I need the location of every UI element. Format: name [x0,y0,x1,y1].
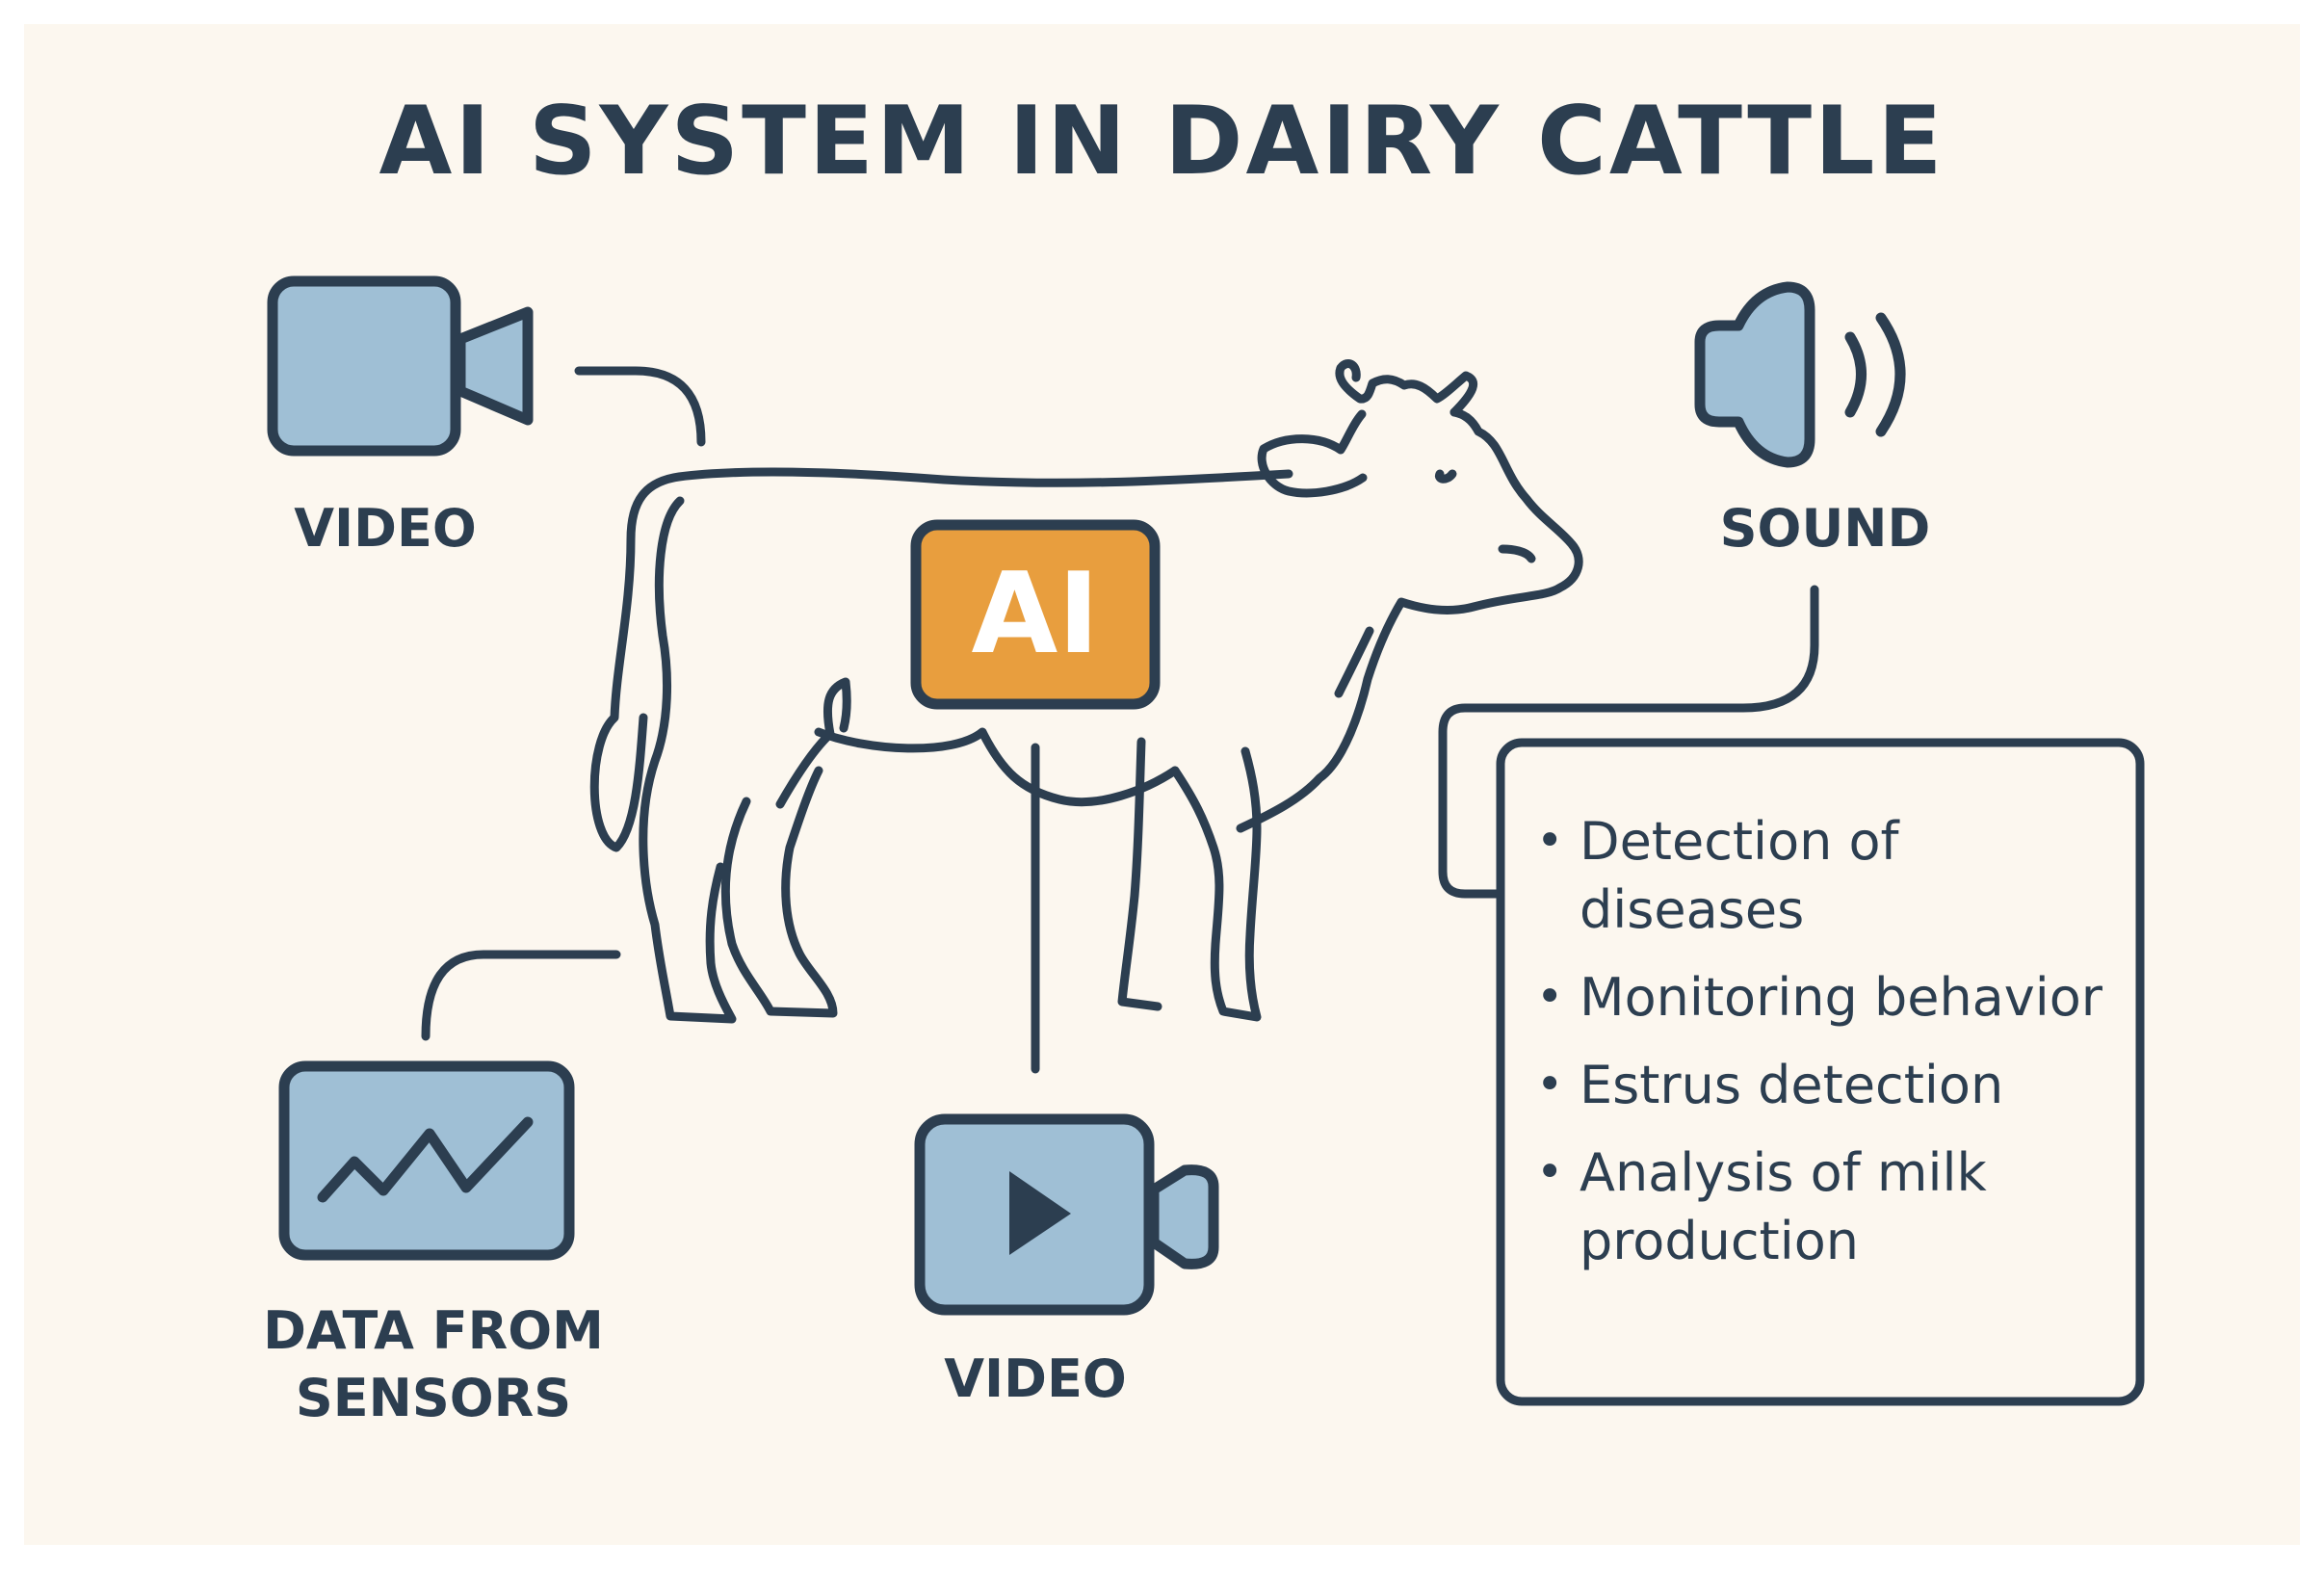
connector-lines [421,366,1819,1074]
video-play-camera-icon [914,1113,1219,1316]
list-item: Estrus detection [1536,1051,2133,1119]
sensors-label: DATA FROM SENSORS [263,1300,604,1428]
connector-video-top [574,366,706,447]
cow-outline [589,359,1583,1024]
uses-box [1496,738,2145,1406]
video-camera-icon [267,275,534,457]
page-title: AI SYSTEM IN DAIRY CATTLE [379,87,1945,196]
list-item: Detection of diseases [1536,807,2133,944]
connector-sensors [421,950,621,1041]
video-bottom-label: VIDEO [944,1348,1127,1409]
uses-list: Detection of diseases Monitoring behavio… [1536,807,2133,1294]
ai-badge-label: AI [971,549,1100,679]
ai-badge [910,519,1161,710]
list-item: Analysis of milk production [1536,1138,2133,1275]
speaker-icon [1694,281,1906,468]
connector-sound [1438,585,1819,899]
sound-label: SOUND [1719,498,1931,559]
list-item: Monitoring behavior [1536,963,2133,1032]
video-top-label: VIDEO [294,498,477,559]
sensor-chart-icon [278,1060,575,1261]
